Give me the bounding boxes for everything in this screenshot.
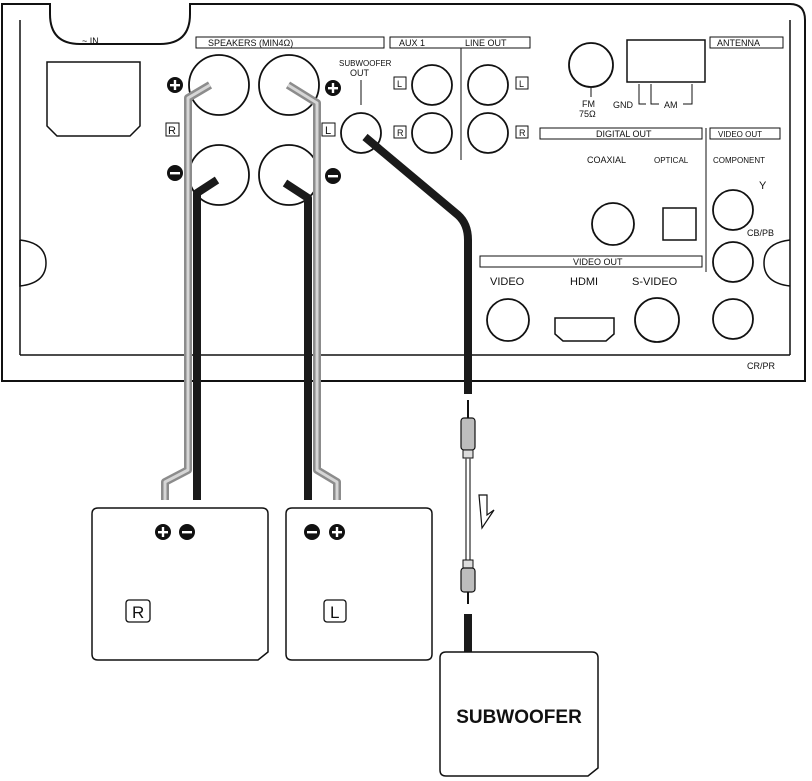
video-out-header-box [479, 255, 703, 268]
digital-out-header-box [539, 127, 703, 140]
panel-r-box [165, 122, 180, 137]
subwoofer: SUBWOOFER [439, 651, 599, 777]
optical-jack[interactable] [662, 207, 697, 241]
component-y-jack[interactable] [712, 189, 754, 231]
panel-r-plus-icon [167, 77, 183, 93]
line-out-l-jack[interactable] [467, 64, 509, 106]
coaxial-label: COAXIAL [587, 155, 626, 165]
panel-l-label: L [325, 125, 331, 137]
fm-antenna-jack[interactable] [568, 42, 614, 88]
l-negative-wire [282, 179, 312, 500]
subwoofer-label: SUBWOOFER [456, 707, 582, 728]
cb-pb-label: CB/PB [747, 228, 774, 238]
component-label: COMPONENT [713, 156, 765, 165]
aux-l-label: L [397, 79, 402, 89]
speaker-right-minus-icon [179, 524, 195, 540]
aux-r-label: R [397, 128, 404, 138]
video-out-label: VIDEO OUT [573, 257, 623, 267]
aux-label: AUX 1 [399, 38, 425, 48]
hdmi-label: HDMI [570, 276, 598, 288]
am-antenna-terminal[interactable] [626, 39, 706, 83]
speaker-right: R [91, 507, 269, 661]
line-out-label: LINE OUT [465, 38, 507, 48]
left-notch [19, 239, 47, 287]
gnd-label: GND [613, 100, 634, 110]
y-label: Y [759, 180, 767, 192]
panel-r-label: R [168, 125, 176, 137]
right-notch [763, 239, 791, 287]
speakers-header-box [195, 36, 385, 49]
cr-pr-label: CR/PR [747, 361, 776, 371]
component-cb-jack[interactable] [712, 241, 754, 283]
optical-label: OPTICAL [654, 156, 689, 165]
speaker-r-plus-terminal[interactable] [188, 54, 250, 116]
speaker-left-label: L [330, 603, 339, 622]
component-cr-jack[interactable] [712, 298, 754, 340]
video-out-component-label: VIDEO OUT [718, 130, 762, 139]
panel-r-minus-icon [167, 165, 183, 181]
hdmi-port[interactable] [554, 317, 615, 342]
subwoofer-out-label-2: OUT [350, 68, 370, 78]
rca-cable-icon [460, 400, 495, 604]
line-out-l-box [515, 76, 529, 90]
aux-r-box [393, 125, 407, 139]
ac-inlet [46, 61, 141, 137]
s-video-label: S-VIDEO [632, 276, 678, 288]
speaker-right-label: R [132, 603, 144, 622]
line-out-r-box [515, 125, 529, 139]
r-negative-wire [193, 176, 220, 500]
gnd-bracket [638, 84, 659, 105]
s-video-jack[interactable] [634, 297, 680, 343]
panel-l-plus-icon [325, 80, 341, 96]
speaker-right-label-box [125, 599, 151, 623]
speaker-right-plus-icon [155, 524, 171, 540]
digital-out-label: DIGITAL OUT [596, 129, 652, 139]
antenna-label: ANTENNA [717, 38, 760, 48]
coaxial-jack[interactable] [591, 202, 635, 246]
video-out-component-box [709, 127, 781, 140]
subwoofer-out-label-1: SUBWOOFER [339, 59, 392, 68]
speaker-left-minus-icon [304, 524, 320, 540]
fm-label-2: 75Ω [579, 109, 596, 119]
line-out-r-label: R [519, 128, 526, 138]
am-label: AM [664, 100, 678, 110]
speaker-left-body [285, 507, 433, 661]
aux-header-box [389, 36, 531, 49]
video-jack[interactable] [486, 298, 530, 342]
aux-r-jack[interactable] [411, 112, 453, 154]
speaker-left-label-box [323, 599, 347, 623]
antenna-header-box [709, 36, 784, 49]
ac-in-label: ~ IN [82, 36, 99, 46]
aux-l-jack[interactable] [411, 64, 453, 106]
subwoofer-body [439, 651, 599, 777]
line-out-l-label: L [519, 79, 524, 89]
speaker-left: L [285, 507, 433, 661]
fm-label-1: FM [582, 99, 595, 109]
subwoofer-cable [362, 133, 472, 394]
back-panel: ~ IN SPEAKERS (MIN4Ω) R L [1, 3, 806, 382]
speaker-left-plus-icon [329, 524, 345, 540]
line-out-r-jack[interactable] [467, 112, 509, 154]
am-bracket [683, 84, 693, 105]
wires [161, 81, 495, 652]
panel-l-minus-icon [325, 168, 341, 184]
panel-l-box [321, 122, 336, 137]
video-label: VIDEO [490, 276, 525, 288]
aux-l-box [393, 76, 407, 90]
speakers-label: SPEAKERS (MIN4Ω) [208, 38, 293, 48]
